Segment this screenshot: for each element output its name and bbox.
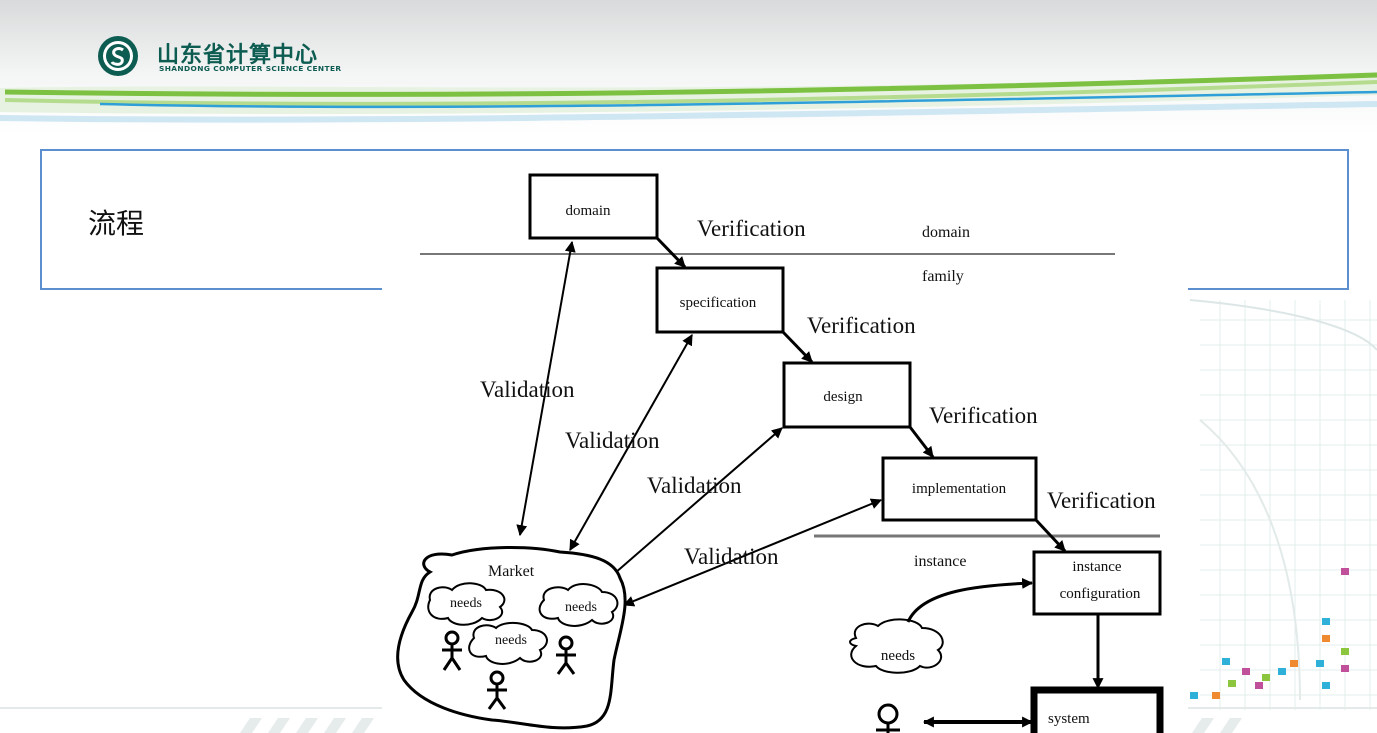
validation-arrow-implementation — [622, 498, 883, 607]
instance-box-label-line1: instance — [1072, 559, 1121, 575]
layer-label-domain: domain — [922, 224, 970, 241]
implementation-box-label: implementation — [912, 481, 1007, 497]
domain-box — [528, 173, 659, 240]
instance-box-label-line2: configuration — [1060, 586, 1141, 602]
needs-label-1: needs — [450, 596, 482, 611]
system-box — [1030, 686, 1164, 733]
person-icon — [487, 670, 507, 710]
header-logo: 山东省计算中心 SHANDONG COMPUTER SCIENCE CENTER — [97, 35, 397, 77]
design-box-label: design — [823, 389, 863, 405]
instance-configuration-box — [1032, 550, 1162, 616]
needs-cloud-2 — [538, 583, 619, 627]
market-label: Market — [488, 563, 535, 580]
needs-cloud-4 — [849, 618, 944, 674]
person-icon — [556, 635, 576, 675]
verification-label-1: Verification — [697, 216, 806, 241]
implementation-box — [881, 456, 1038, 522]
validation-label-2: Validation — [565, 428, 660, 453]
specification-box — [655, 266, 785, 334]
verification-label-2: Verification — [807, 313, 916, 338]
slide-title: 流程 — [88, 207, 145, 240]
layer-label-family: family — [922, 268, 964, 285]
verification-label-3: Verification — [929, 403, 1038, 428]
verification-arrow-2 — [781, 330, 814, 364]
logo-name-en: SHANDONG COMPUTER SCIENCE CENTER — [159, 64, 342, 73]
verification-arrow-1 — [655, 236, 687, 269]
needs-label-4: needs — [881, 648, 915, 664]
verification-label-4: Verification — [1047, 488, 1156, 513]
validation-label-3: Validation — [647, 473, 742, 498]
user-icon — [876, 703, 900, 733]
specification-box-label: specification — [680, 295, 757, 311]
needs-cloud-3 — [468, 622, 548, 665]
needs-cloud-1 — [427, 582, 506, 626]
validation-label-1: Validation — [480, 377, 575, 402]
logo-emblem-icon — [98, 36, 138, 76]
design-box — [782, 361, 912, 429]
validation-arrow-domain — [516, 240, 576, 537]
needs-label-2: needs — [565, 600, 597, 615]
needs-to-instance-arrow — [906, 577, 1034, 623]
process-diagram: domain specification design implementati… — [396, 173, 1164, 733]
system-box-label: system — [1048, 711, 1090, 727]
verification-arrow-4 — [1034, 518, 1067, 553]
person-icon — [442, 630, 462, 671]
domain-box-label: domain — [566, 203, 611, 219]
logo-name-cn: 山东省计算中心 — [157, 43, 319, 68]
needs-label-3: needs — [495, 633, 527, 648]
process-diagram-panel: domain specification design implementati… — [382, 160, 1188, 733]
verification-arrow-3 — [908, 426, 935, 458]
validation-label-4: Validation — [684, 544, 779, 569]
layer-label-instance: instance — [914, 553, 966, 570]
